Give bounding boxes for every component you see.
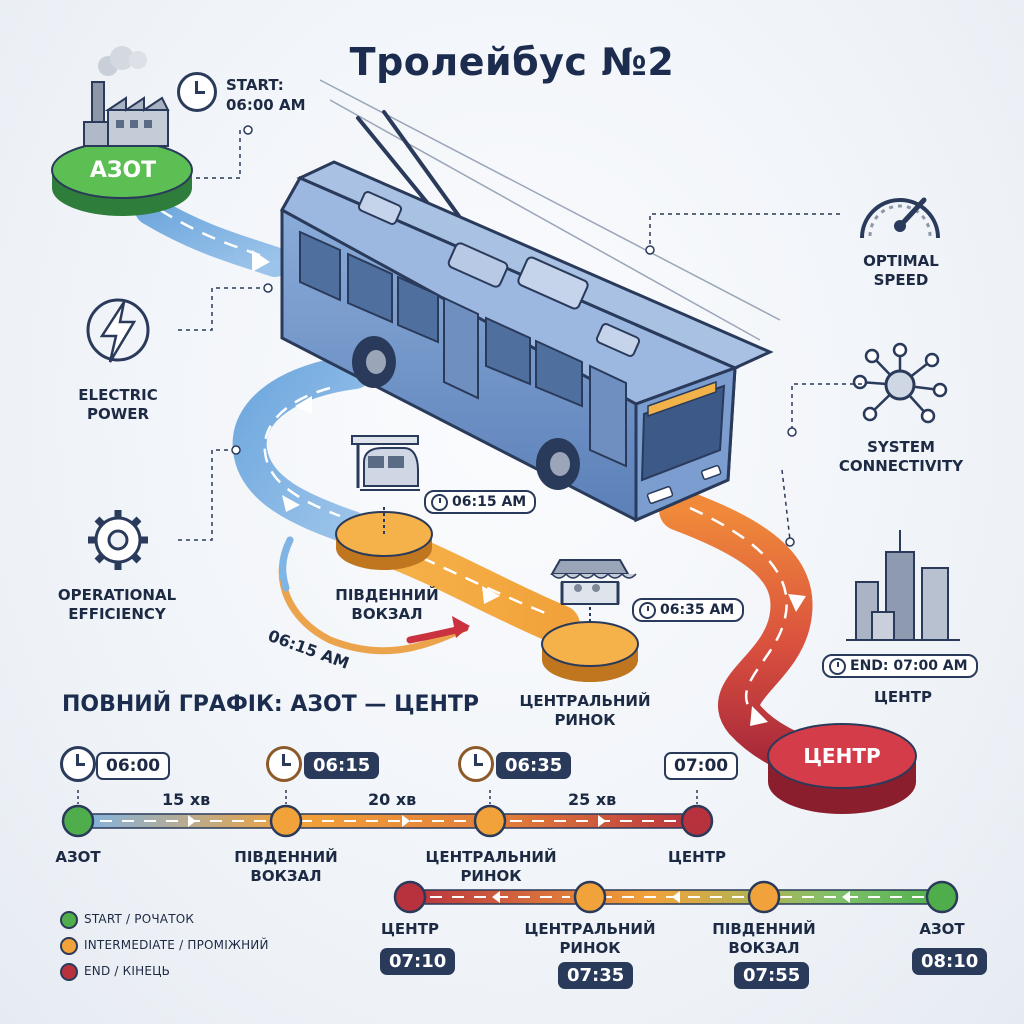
stop-rynok-label: ЦЕНТРАЛЬНИЙ РИНОК	[519, 692, 651, 729]
clock-icon	[431, 493, 448, 511]
page-title: Тролейбус №2	[349, 40, 675, 84]
outbound-schedule-line	[61, 790, 714, 838]
outbound-stop-3: ЦЕНТР	[668, 848, 726, 866]
outbound-clock-icon	[458, 746, 494, 782]
outbound-stop-1: ПІВДЕННИЙ ВОКЗАЛ	[234, 848, 338, 885]
feature-efficiency-label: OPERATIONAL EFFICIENCY	[57, 586, 177, 623]
outbound-time-3: 07:00	[664, 752, 739, 780]
return-stop-2: ПІВДЕННИЙ ВОКЗАЛ	[712, 920, 816, 957]
return-schedule-line	[393, 880, 959, 914]
lightning-icon	[86, 298, 150, 363]
return-time-2: 07:55	[734, 962, 810, 989]
duration-3: 25 хв	[568, 790, 617, 809]
vokzal-time-pill: 06:15 AM	[424, 490, 537, 514]
clock-icon	[829, 657, 846, 675]
return-time-0: 07:10	[380, 948, 456, 975]
schedule-title: ПОВНИЙ ГРАФІК: АЗОТ — ЦЕНТР	[62, 692, 480, 717]
outbound-stop-2: ЦЕНТРАЛЬНИЙ РИНОК	[425, 848, 557, 885]
outbound-stop-0: АЗОТ	[55, 848, 101, 866]
gear-icon	[88, 510, 148, 570]
legend-start-dot	[60, 911, 78, 929]
outbound-time-0: 06:00	[96, 752, 171, 780]
stop-vokzal-label: ПІВДЕННИЙ ВОКЗАЛ	[335, 586, 439, 623]
return-time-3: 08:10	[912, 948, 988, 975]
feature-speed-label: OPTIMAL SPEED	[863, 252, 939, 289]
return-time-1: 07:35	[558, 962, 634, 989]
return-stop-3: АЗОТ	[919, 920, 965, 938]
outbound-clock-icon	[266, 746, 302, 782]
stop-azot-platform-label: АЗОТ	[89, 158, 157, 183]
speedometer-icon	[860, 197, 940, 239]
stop-tsentr-platform-label: ЦЕНТР	[803, 744, 881, 768]
tsentr-end-time-pill: END: 07:00 AM	[822, 654, 978, 678]
start-clock-icon	[177, 72, 217, 112]
outbound-clock-icon	[60, 746, 96, 782]
rynok-time-pill: 06:35 AM	[632, 598, 745, 622]
stop-tsentr-label: ЦЕНТР	[874, 688, 932, 706]
train-icon	[351, 435, 420, 491]
clock-icon	[639, 601, 656, 619]
duration-2: 20 хв	[368, 790, 417, 809]
feature-connectivity-label: SYSTEM CONNECTIVITY	[838, 438, 964, 475]
start-time: 06:00 AM	[226, 96, 306, 114]
return-stop-1: ЦЕНТРАЛЬНИЙ РИНОК	[524, 920, 656, 957]
legend-end-dot	[60, 963, 78, 981]
factory-icon	[83, 46, 170, 147]
feature-electric-label: ELECTRIC POWER	[78, 386, 158, 423]
duration-1: 15 хв	[162, 790, 211, 809]
return-stop-0: ЦЕНТР	[381, 920, 439, 938]
outbound-time-2: 06:35	[496, 752, 572, 779]
start-label: START:	[226, 76, 284, 94]
trolleybus-illustration	[279, 110, 774, 523]
market-stall-icon	[550, 559, 637, 605]
city-skyline-icon	[846, 530, 960, 641]
network-icon	[852, 342, 948, 424]
legend-intermediate-dot	[60, 937, 78, 955]
outbound-time-1: 06:15	[304, 752, 380, 779]
